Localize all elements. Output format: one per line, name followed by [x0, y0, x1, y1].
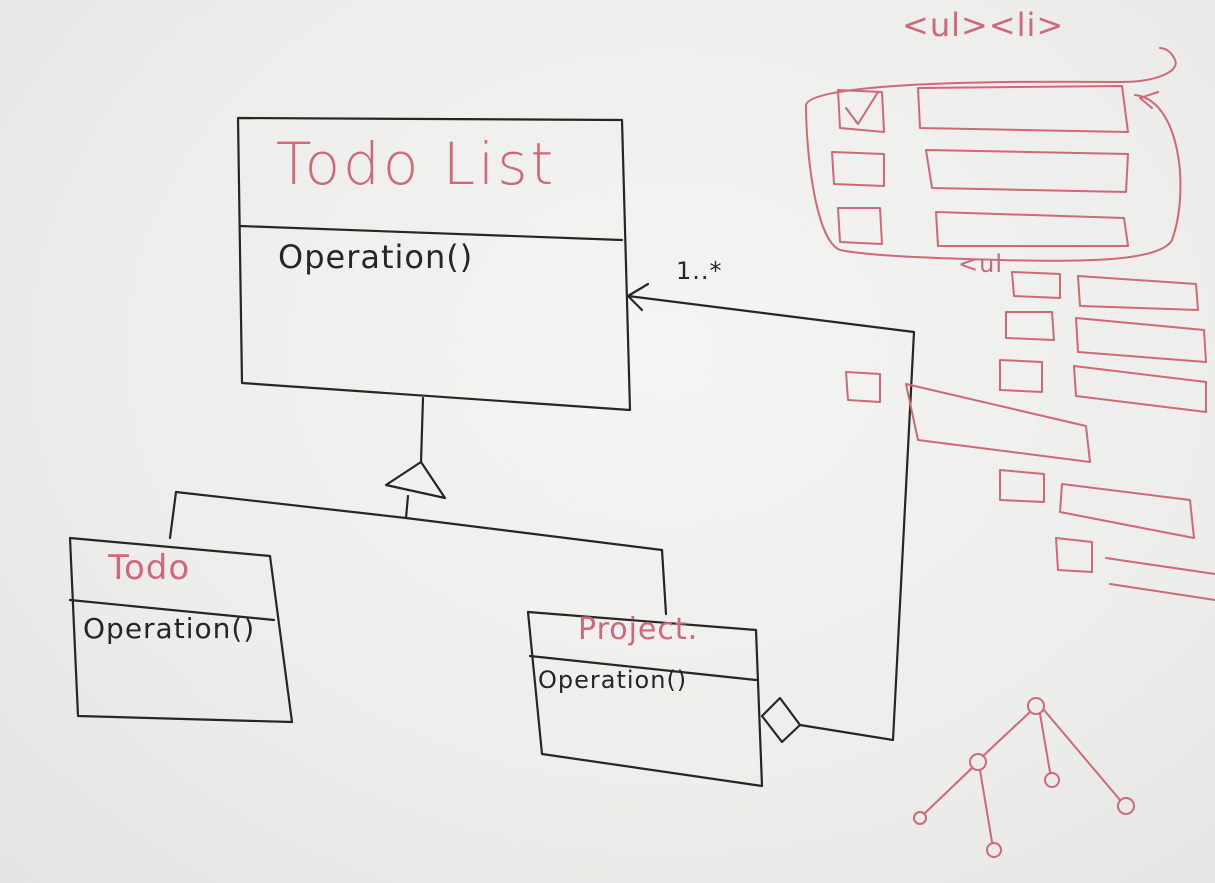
aggregation-diamond	[760, 696, 802, 744]
aggregation-line	[626, 282, 916, 744]
todo-operation: Operation()	[83, 612, 256, 645]
todolist-class-name: Todo List	[276, 130, 557, 198]
inheritance-triangle	[384, 460, 447, 500]
association-arrowhead	[626, 282, 650, 312]
project-class-name: Project.	[578, 612, 699, 647]
multiplicity-label: 1..*	[676, 257, 723, 285]
project-class-box	[526, 610, 764, 788]
inheritance-lines	[168, 396, 668, 616]
todo-class-box	[68, 536, 294, 724]
html-tags-label: <ul><li>	[902, 6, 1065, 44]
nested-ul-label: <ul	[958, 250, 1003, 278]
todo-class-name: Todo	[108, 548, 191, 588]
todolist-class-box	[236, 116, 632, 412]
todolist-operation: Operation()	[278, 238, 474, 276]
html-list-sketch	[805, 47, 1215, 858]
project-operation: Operation()	[538, 666, 688, 694]
